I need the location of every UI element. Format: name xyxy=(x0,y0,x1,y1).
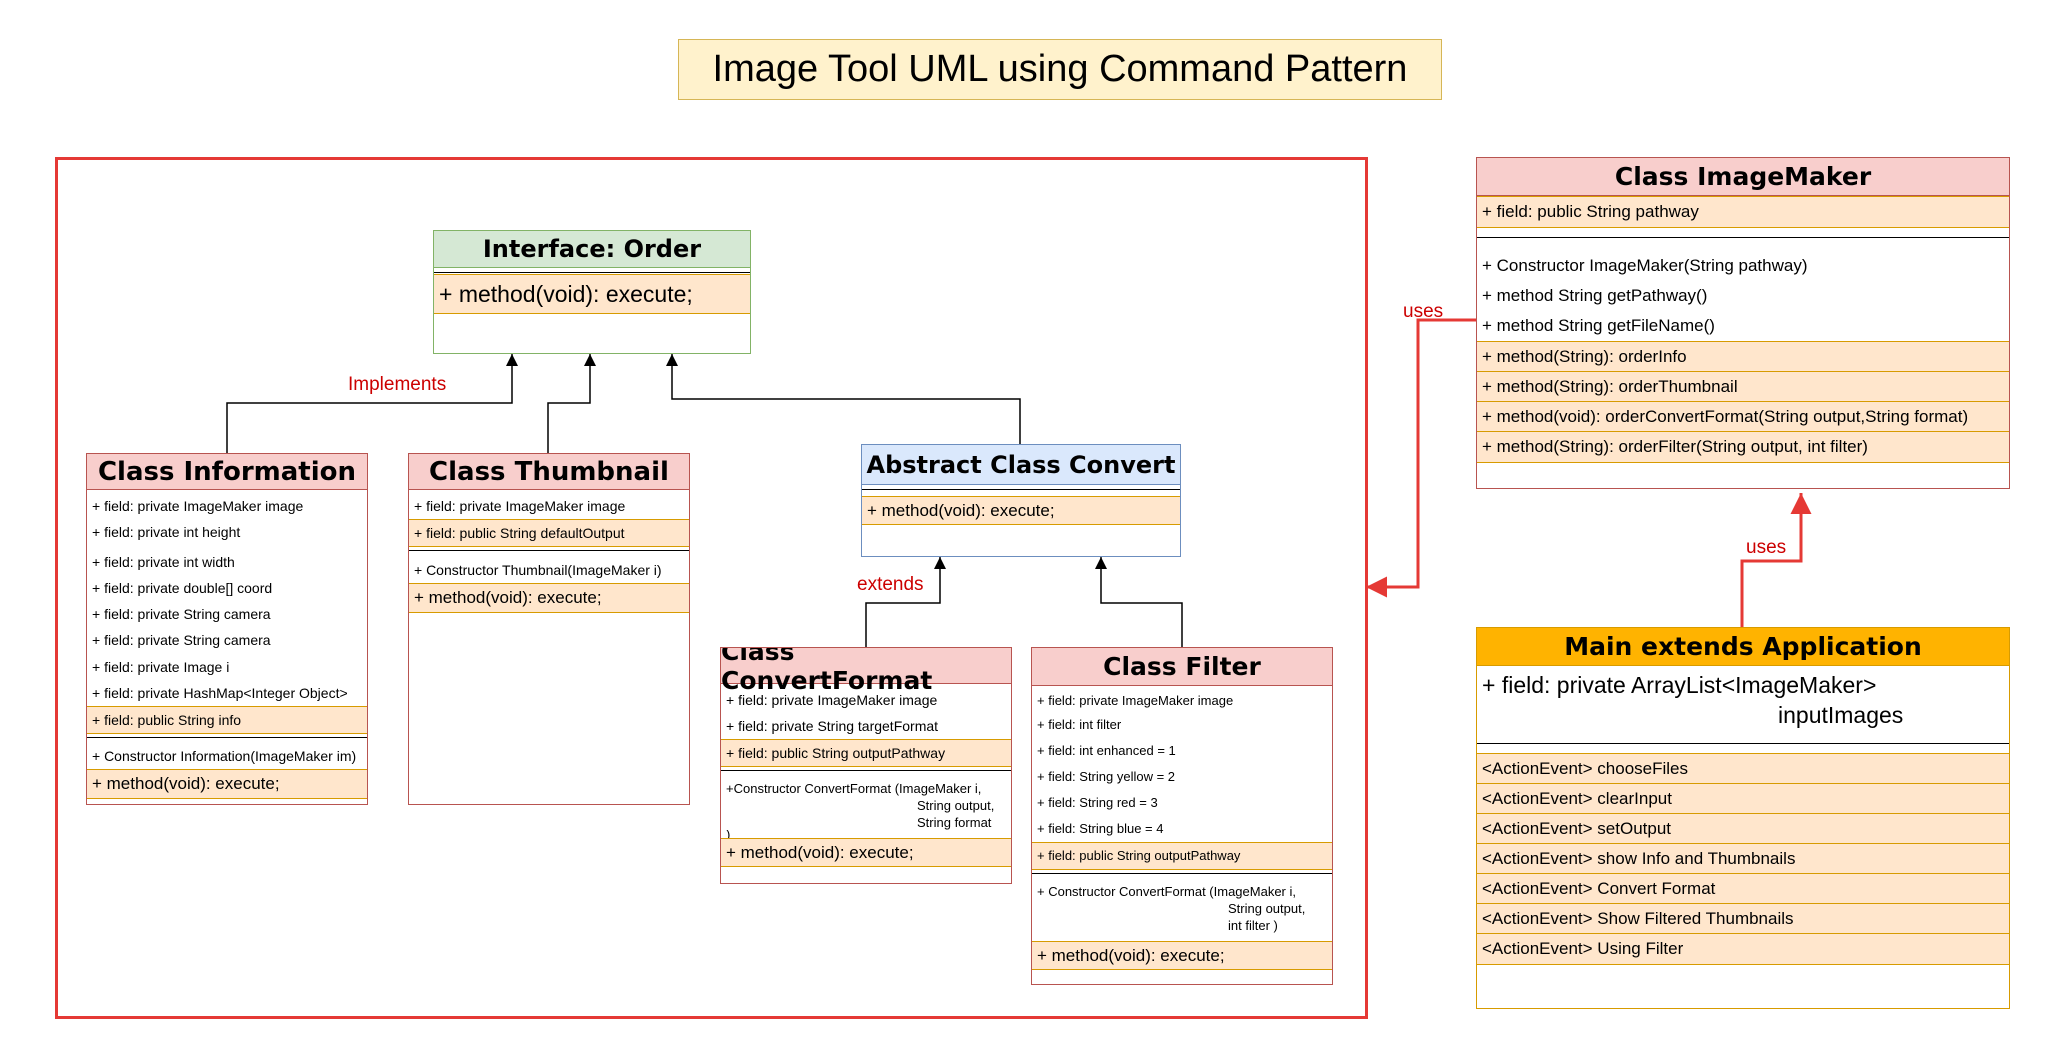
filter-field: + field: int filter xyxy=(1037,717,1122,732)
information-field: + field: private ImageMaker image xyxy=(92,498,304,514)
extends-arrow-filter xyxy=(1095,557,1183,647)
information-field: + field: private HashMap<Integer Object> xyxy=(92,685,348,701)
information-constructor: + Constructor Information(ImageMaker im) xyxy=(92,748,357,764)
convertformat-constructor: +Constructor ConvertFormat (ImageMaker i… xyxy=(726,781,982,796)
convertformat-constructor: String format xyxy=(917,815,992,830)
main-action-event: <ActionEvent> show Info and Thumbnails xyxy=(1477,843,2009,875)
class-filter-box: Class Filter + field: private ImageMaker… xyxy=(1031,647,1333,985)
main-application-box: Main extends Application + field: privat… xyxy=(1476,627,2010,1009)
filter-field: + field: public String outputPathway xyxy=(1032,842,1332,870)
implements-label: Implements xyxy=(348,374,447,395)
convertformat-constructor: String output, xyxy=(917,798,995,813)
information-field: + field: private int height xyxy=(92,524,241,540)
convertformat-field: + field: private ImageMaker image xyxy=(726,692,938,708)
thumbnail-field: + field: private ImageMaker image xyxy=(414,498,626,514)
main-action-event: <ActionEvent> Show Filtered Thumbnails xyxy=(1477,903,2009,935)
main-action-event: <ActionEvent> setOutput xyxy=(1477,813,2009,845)
information-field: + field: private double[] coord xyxy=(92,580,273,596)
thumbnail-field: + field: public String defaultOutput xyxy=(409,519,689,547)
information-field: + field: private String camera xyxy=(92,606,271,622)
thumbnail-constructor: + Constructor Thumbnail(ImageMaker i) xyxy=(414,562,662,578)
class-thumbnail-title: Class Thumbnail xyxy=(409,454,689,490)
implements-arrow-convert xyxy=(666,354,1021,444)
uses-arrow-main xyxy=(1740,493,1812,627)
class-convertformat-box: Class ConvertFormat + field: private Ima… xyxy=(720,647,1012,884)
extends-label: extends xyxy=(857,574,924,595)
uses-arrow-imagemaker xyxy=(1366,318,1476,598)
filter-method: + method(void): execute; xyxy=(1032,941,1332,970)
information-field: + field: public String info xyxy=(87,706,367,734)
abstract-convert-method: + method(void): execute; xyxy=(862,496,1180,525)
imagemaker-member: + method(void): orderConvertFormat(Strin… xyxy=(1477,401,2009,433)
uses-label-bottom: uses xyxy=(1746,537,1787,558)
main-field-line2: inputImages xyxy=(1778,702,1904,728)
imagemaker-member: + method(String): orderFilter(String out… xyxy=(1477,431,2009,463)
filter-field: + field: String red = 3 xyxy=(1037,795,1158,810)
main-application-title: Main extends Application xyxy=(1477,628,2009,666)
class-filter-title: Class Filter xyxy=(1032,648,1332,686)
interface-order-method: + method(void): execute; xyxy=(434,274,750,314)
convertformat-field: + field: private String targetFormat xyxy=(726,718,939,734)
filter-constructor: String output, xyxy=(1228,901,1306,916)
filter-field: + field: String yellow = 2 xyxy=(1037,769,1176,784)
imagemaker-member: + Constructor ImageMaker(String pathway) xyxy=(1482,256,1808,275)
imagemaker-member: + method(String): orderThumbnail xyxy=(1477,371,2009,403)
convertformat-constructor: ) xyxy=(726,830,731,838)
class-information-title: Class Information xyxy=(87,454,367,490)
filter-field: + field: private ImageMaker image xyxy=(1037,693,1234,708)
extends-arrow-convertformat xyxy=(865,557,946,647)
information-method: + method(void): execute; xyxy=(87,769,367,799)
main-action-event: <ActionEvent> Using Filter xyxy=(1477,933,2009,965)
thumbnail-method: + method(void): execute; xyxy=(409,583,689,613)
convertformat-field: + field: public String outputPathway xyxy=(721,739,1011,767)
information-field: + field: private Image i xyxy=(92,659,230,675)
uses-label-left: uses xyxy=(1403,301,1444,322)
class-convertformat-title: Class ConvertFormat xyxy=(721,648,1011,695)
filter-constructor: + Constructor ConvertFormat (ImageMaker … xyxy=(1037,884,1296,899)
filter-field: + field: String blue = 4 xyxy=(1037,821,1164,836)
filter-constructor: int filter ) xyxy=(1228,918,1278,933)
main-action-event: <ActionEvent> Convert Format xyxy=(1477,873,2009,905)
imagemaker-field: + field: public String pathway xyxy=(1477,196,2009,228)
main-action-event: <ActionEvent> chooseFiles xyxy=(1477,753,2009,785)
class-imagemaker-box: Class ImageMaker + field: public String … xyxy=(1476,157,2010,489)
main-field-line1: + field: private ArrayList<ImageMaker> xyxy=(1482,672,1877,698)
convertformat-method: + method(void): execute; xyxy=(721,838,1011,867)
diagram-title: Image Tool UML using Command Pattern xyxy=(678,39,1442,100)
implements-arrow-information xyxy=(226,354,518,453)
imagemaker-member: + method(String): orderInfo xyxy=(1477,341,2009,373)
class-imagemaker-title: Class ImageMaker xyxy=(1477,158,2009,196)
interface-order-title: Interface: Order xyxy=(434,231,750,268)
class-thumbnail-box: Class Thumbnail + field: private ImageMa… xyxy=(408,453,690,805)
imagemaker-member: + method String getPathway() xyxy=(1482,286,1708,305)
information-field: + field: private String camera xyxy=(92,632,271,648)
abstract-convert-box: Abstract Class Convert + method(void): e… xyxy=(861,444,1181,557)
implements-arrow-thumbnail xyxy=(547,354,596,453)
class-information-box: Class Information + field: private Image… xyxy=(86,453,368,805)
imagemaker-member: + method String getFileName() xyxy=(1482,316,1715,335)
interface-order-box: Interface: Order + method(void): execute… xyxy=(433,230,751,354)
abstract-convert-title: Abstract Class Convert xyxy=(862,445,1180,485)
filter-field: + field: int enhanced = 1 xyxy=(1037,743,1176,758)
main-action-event: <ActionEvent> clearInput xyxy=(1477,783,2009,815)
information-field: + field: private int width xyxy=(92,554,235,570)
